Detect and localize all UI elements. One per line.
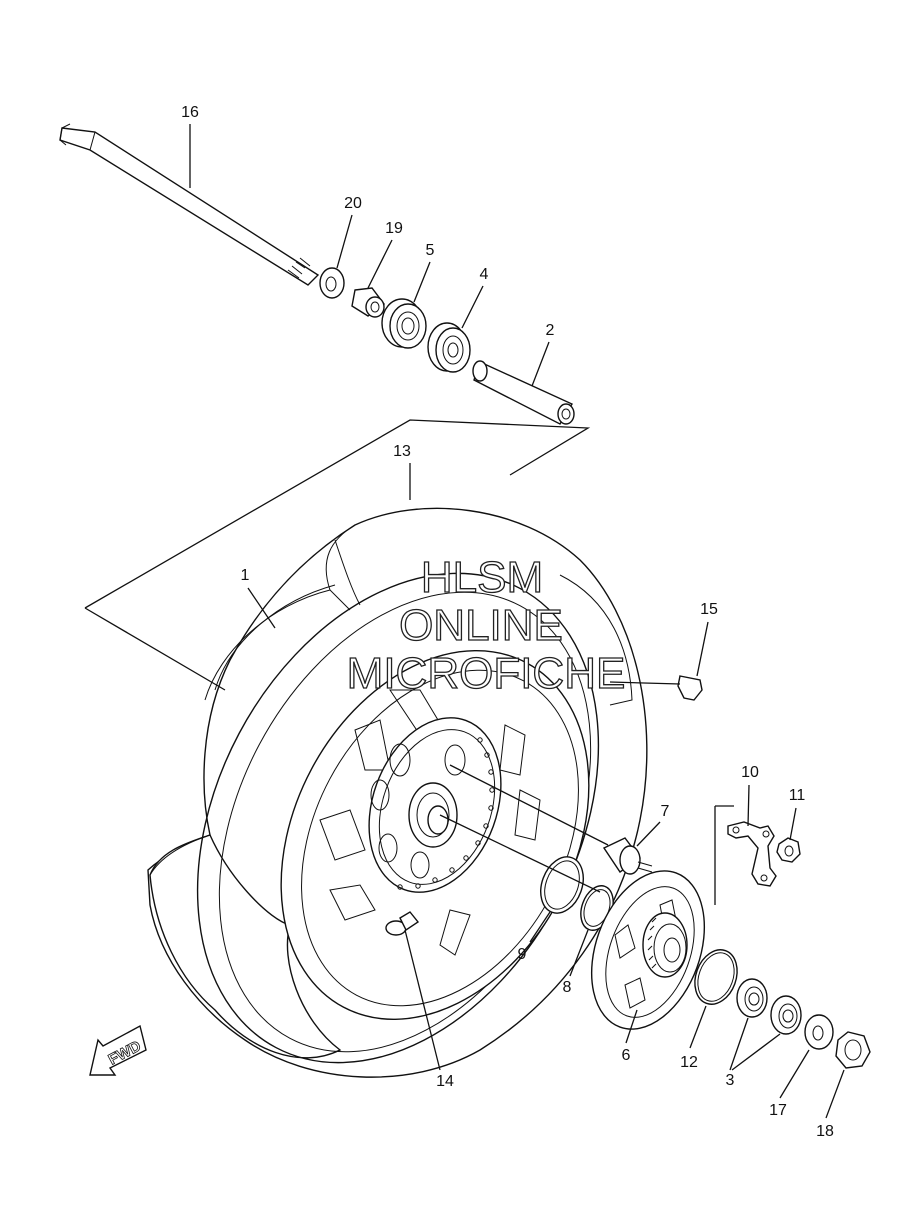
label-part-4: 4 [480,266,489,283]
axle-nut[interactable] [835,1031,871,1069]
front-axle[interactable] [59,123,320,286]
wheel-bearing-left[interactable] [381,298,427,349]
lock-plate-nut[interactable] [776,837,801,863]
label-part-10: 10 [741,764,759,781]
label-part-12: 12 [680,1054,698,1071]
label-part-15: 15 [700,601,718,618]
part-number-labels: 16 20 19 5 4 2 13 1 15 10 11 7 9 8 6 12 … [181,104,834,1140]
o-ring-gear-unit[interactable] [688,944,745,1010]
label-part-6: 6 [622,1047,631,1064]
gear-unit-bearing-outer[interactable] [770,995,802,1035]
watermark-line-1: HLSM [421,553,543,602]
watermark-line-3: MICROFICHE [347,649,626,698]
forward-direction-arrow: FWD [89,1024,147,1076]
label-part-2: 2 [546,322,555,339]
label-part-8: 8 [563,979,572,996]
label-part-20: 20 [344,195,362,212]
bearing-spacer[interactable] [472,360,575,425]
watermark: HLSM ONLINE MICROFICHE [346,552,626,698]
label-part-5: 5 [426,242,435,259]
gear-unit-bearing-inner[interactable] [736,978,768,1018]
label-part-7: 7 [661,803,670,820]
label-part-14: 14 [436,1073,454,1090]
wheel-bearing-right[interactable] [427,322,471,373]
speedometer-gear-unit[interactable] [571,855,725,1045]
balance-weight[interactable] [677,675,703,701]
sensor-collar[interactable] [602,837,653,875]
lock-washer-plate[interactable] [727,821,777,887]
watermark-line-2: ONLINE [399,601,563,650]
label-part-19: 19 [385,220,403,237]
axle-collar-washer[interactable] [319,267,345,299]
label-part-1: 1 [241,567,250,584]
tire-valve[interactable] [385,911,420,936]
label-part-9: 9 [518,946,527,963]
o-ring-large[interactable] [533,851,590,919]
label-part-16: 16 [181,104,199,121]
leader-lines [84,124,845,1119]
label-part-18: 18 [816,1123,834,1140]
label-part-17: 17 [769,1102,787,1119]
hub[interactable] [346,699,524,911]
label-part-11: 11 [789,787,806,804]
plain-washer[interactable] [804,1014,834,1050]
axle-collar[interactable] [351,287,385,318]
label-part-13: 13 [393,443,411,460]
label-part-3: 3 [726,1072,735,1089]
